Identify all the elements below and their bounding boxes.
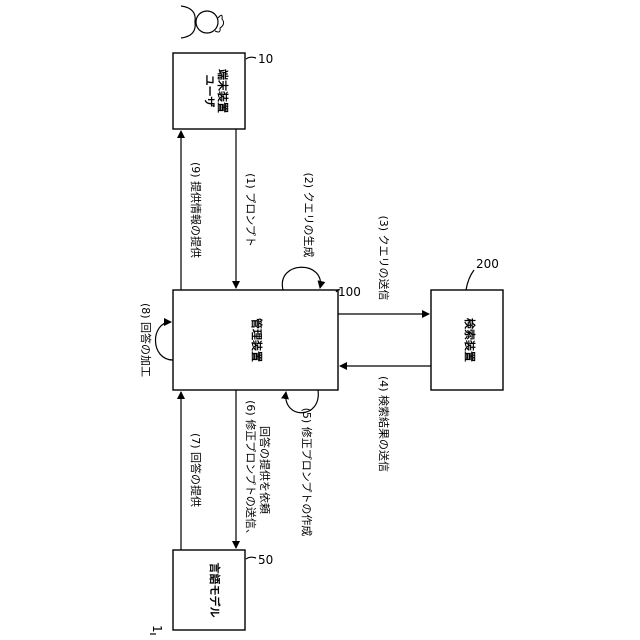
ref-200: 200	[476, 257, 499, 271]
edge-6-label-2: 回答の提供を依頼	[258, 426, 272, 514]
edge-3-label: (3) クエリの送信	[377, 215, 391, 300]
edge-2-label: (2) クエリの生成	[302, 172, 316, 257]
language-model-label: 言語モデル	[208, 563, 222, 618]
edge-5-label: (5) 修正プロンプトの作成	[300, 408, 314, 537]
edge-6-label-1: (6) 修正プロンプトの送信、	[244, 400, 258, 540]
edge-1-label: (1) プロンプト	[244, 173, 257, 247]
edge-9-label: (9) 提供情報の提供	[189, 162, 203, 258]
ref-100: 100	[338, 285, 361, 299]
search-label: 検索装置	[463, 318, 477, 362]
figure-number: 1	[150, 625, 164, 633]
user-terminal-label-2: 端末装置	[216, 69, 230, 113]
edge-7-label: (7) 回答の提供	[189, 433, 203, 507]
ref-10: 10	[258, 52, 273, 66]
edge-8-label: (8) 回答の加工	[139, 303, 153, 377]
edge-4-label: (4) 検索結果の送信	[377, 376, 391, 472]
edge-8-loop	[155, 322, 173, 360]
management-label: 管理装置	[250, 318, 264, 362]
edge-2-loop	[282, 267, 320, 290]
ref-50: 50	[258, 553, 273, 567]
user-terminal-label-1: ユーザ	[203, 75, 216, 108]
user-icon	[181, 6, 224, 38]
